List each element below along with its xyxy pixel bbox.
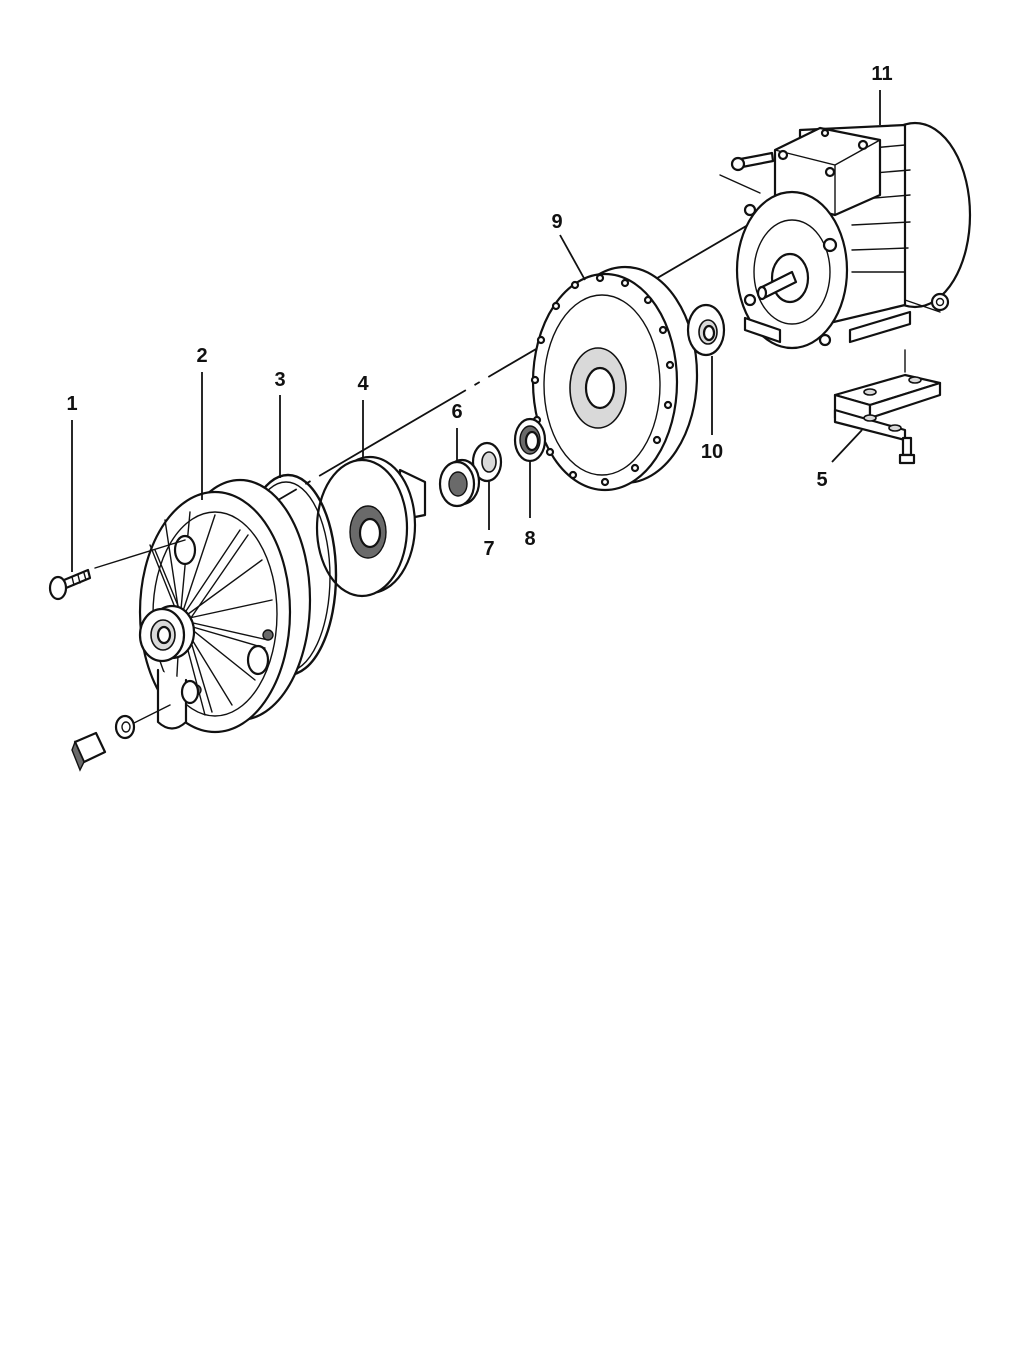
callout-10: 10	[701, 441, 723, 463]
callout-1: 1	[66, 393, 77, 415]
part-5-mounting-bracket	[833, 349, 942, 465]
part-2-pump-cover	[119, 478, 312, 734]
part-7-washer	[471, 441, 503, 483]
leader-9	[559, 234, 586, 281]
part-8-seal-ring	[513, 417, 547, 463]
callout-3: 3	[274, 369, 285, 391]
callout-2: 2	[196, 345, 207, 367]
part-4-impeller	[315, 455, 427, 598]
callout-9: 9	[551, 211, 562, 233]
part-9-housing-flange	[530, 265, 699, 492]
callout-11: 11	[871, 63, 892, 85]
drain-plug	[71, 714, 136, 772]
callout-4: 4	[357, 373, 369, 395]
callout-numbers: 1 2 3 4 5 6 7 8 9 10 11	[66, 63, 892, 560]
part-11-motor	[719, 121, 972, 350]
callout-5: 5	[816, 469, 827, 491]
leader-lines	[71, 90, 881, 572]
part-6-bearing	[438, 458, 481, 508]
callout-6: 6	[451, 401, 462, 423]
part-1-bolt	[48, 539, 186, 601]
callout-7: 7	[483, 538, 494, 560]
leader-5	[831, 429, 863, 463]
callout-8: 8	[524, 528, 535, 550]
part-10-seal-washer	[686, 303, 726, 357]
